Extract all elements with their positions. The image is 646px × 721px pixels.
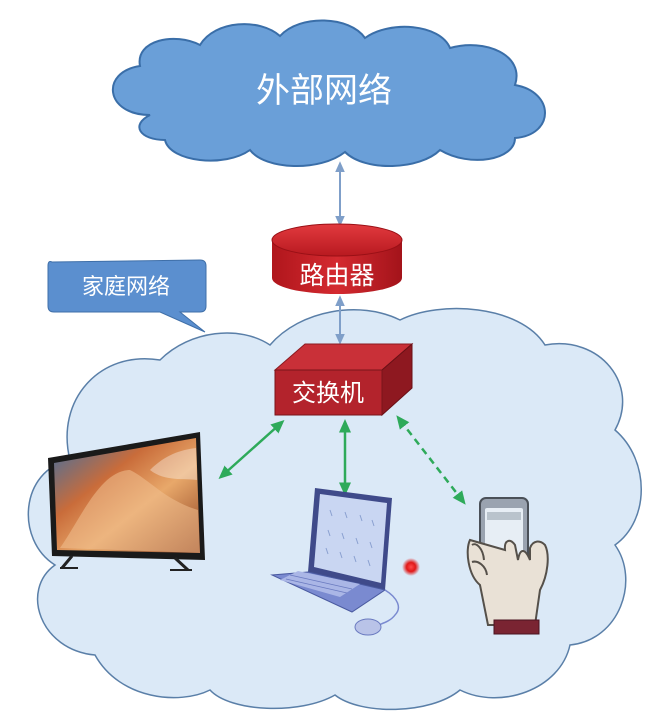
external-network-label: 外部网络 <box>256 71 392 111</box>
smartphone-in-hand-icon <box>466 497 549 635</box>
link-switch-phone <box>396 415 466 505</box>
router-label: 路由器 <box>299 261 374 290</box>
tv-icon <box>48 432 205 572</box>
switch-label: 交换机 <box>292 379 364 407</box>
link-switch-tv <box>218 419 285 480</box>
mouse-icon <box>354 618 382 636</box>
router: 路由器 <box>271 223 403 294</box>
laptop-icon <box>270 488 400 627</box>
red-dot-indicator <box>402 558 420 576</box>
switch: 交换机 <box>273 342 414 417</box>
home-network-label: 家庭网络 <box>82 275 170 300</box>
home-network-callout: 家庭网络 <box>47 259 207 333</box>
external-network-cloud: 外部网络 <box>112 19 546 168</box>
